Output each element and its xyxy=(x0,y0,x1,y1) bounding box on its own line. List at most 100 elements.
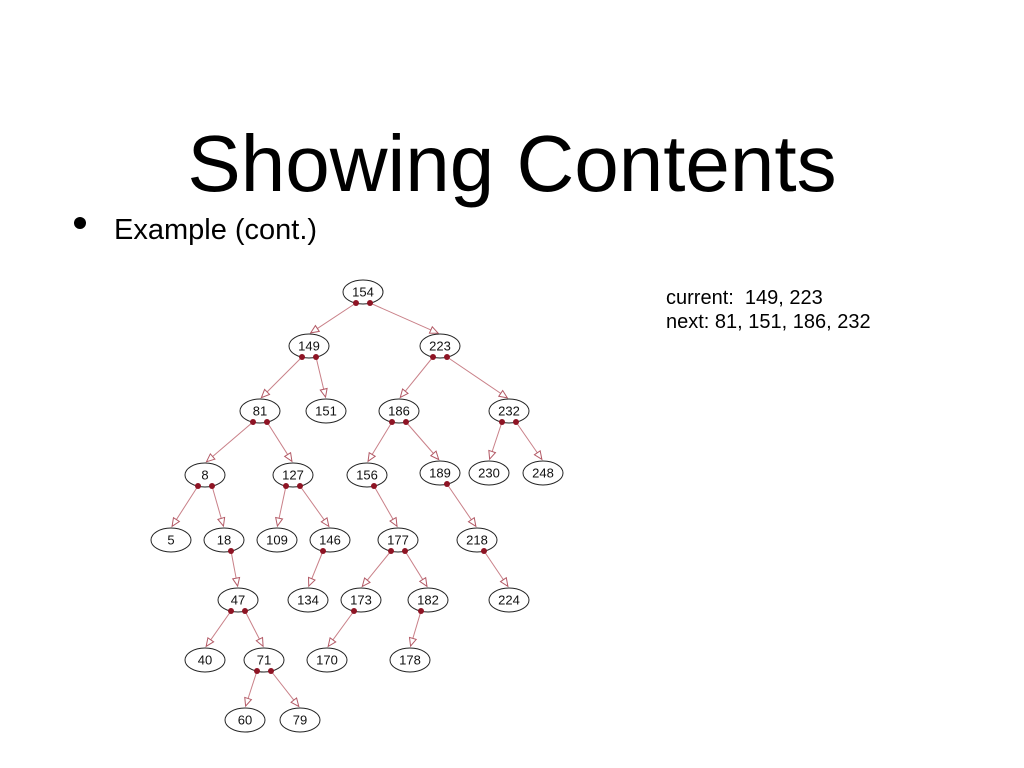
arrow-head-icon xyxy=(319,387,328,399)
arrow-head-icon xyxy=(255,636,264,648)
pointer-dot-71-r xyxy=(268,668,274,674)
bullet-item: Example (cont.) xyxy=(74,206,317,254)
edge-8-to-5 xyxy=(171,485,199,528)
arrow-head-icon xyxy=(244,696,253,708)
edge-18-to-47 xyxy=(230,550,241,588)
node-label: 177 xyxy=(387,533,409,548)
edge-81-to-8 xyxy=(205,421,254,463)
arrow-head-icon xyxy=(499,576,509,588)
tree-node-186: 186 xyxy=(378,398,420,424)
arrow-head-icon xyxy=(283,451,293,463)
node-label: 182 xyxy=(417,593,439,608)
edge-149-to-81 xyxy=(260,356,303,399)
edge-149-to-151 xyxy=(315,356,328,399)
tree-node-170: 170 xyxy=(306,647,348,673)
tree-node-18: 18 xyxy=(203,527,245,553)
edge-154-to-223 xyxy=(369,302,440,334)
pointer-dot-154-l xyxy=(353,300,359,306)
arrow-head-icon xyxy=(217,516,226,528)
tree-node-248: 248 xyxy=(522,460,564,486)
edge-81-to-127 xyxy=(266,421,293,463)
tree-node-127: 127 xyxy=(272,462,314,488)
pointer-dots-layer xyxy=(195,300,519,674)
edge-186-to-189 xyxy=(405,421,440,461)
arrow-head-icon xyxy=(408,636,418,648)
arrow-head-icon xyxy=(327,637,337,648)
arrow-head-icon xyxy=(399,388,409,399)
tree-node-154: 154 xyxy=(342,279,384,305)
next-list: next: 81, 151, 186, 232 xyxy=(666,311,871,333)
node-label: 218 xyxy=(466,533,488,548)
node-label: 154 xyxy=(352,285,374,300)
current-list: current: 149, 223 xyxy=(666,287,823,309)
pointer-dot-81-r xyxy=(264,419,270,425)
pointer-dot-154-r xyxy=(367,300,373,306)
arrow-head-icon xyxy=(205,636,215,648)
edge-177-to-173 xyxy=(361,550,392,588)
node-label: 230 xyxy=(478,466,500,481)
edge-218-to-224 xyxy=(483,550,509,588)
tree-node-109: 109 xyxy=(256,527,298,553)
node-label: 79 xyxy=(293,713,307,728)
node-label: 109 xyxy=(266,533,288,548)
arrow-head-icon xyxy=(429,450,440,461)
edge-47-to-40 xyxy=(205,610,232,648)
node-label: 40 xyxy=(198,653,212,668)
edge-8-to-18 xyxy=(211,485,226,528)
tree-node-223: 223 xyxy=(419,333,461,359)
node-label: 156 xyxy=(356,468,378,483)
tree-node-177: 177 xyxy=(377,527,419,553)
tree-node-230: 230 xyxy=(468,460,510,486)
tree-node-218: 218 xyxy=(456,527,498,553)
pointer-dot-149-r xyxy=(313,354,319,360)
tree-node-146: 146 xyxy=(309,527,351,553)
node-label: 146 xyxy=(319,533,341,548)
arrow-head-icon xyxy=(290,697,300,708)
pointer-dot-223-l xyxy=(430,354,436,360)
tree-node-71: 71 xyxy=(243,647,285,673)
node-label: 186 xyxy=(388,404,410,419)
pointer-dot-156-r xyxy=(371,483,377,489)
node-label: 170 xyxy=(316,653,338,668)
pointer-dot-47-r xyxy=(242,608,248,614)
edge-189-to-218 xyxy=(446,483,477,528)
arrow-head-icon xyxy=(418,576,428,588)
pointer-dot-182-l xyxy=(418,608,424,614)
edges-layer xyxy=(171,302,543,708)
node-label: 224 xyxy=(498,593,520,608)
tree-node-182: 182 xyxy=(407,587,449,613)
node-label: 232 xyxy=(498,404,520,419)
edge-154-to-149 xyxy=(309,302,357,334)
arrow-head-icon xyxy=(171,516,181,528)
pointer-dot-47-l xyxy=(228,608,234,614)
edge-47-to-71 xyxy=(244,610,264,648)
edge-223-to-232 xyxy=(446,356,509,399)
edge-223-to-186 xyxy=(399,356,434,399)
tree-node-149: 149 xyxy=(288,333,330,359)
edge-156-to-177 xyxy=(373,485,398,528)
pointer-dot-146-l xyxy=(320,548,326,554)
arrow-head-icon xyxy=(389,516,398,528)
arrow-head-icon xyxy=(467,516,477,528)
node-label: 5 xyxy=(167,533,174,548)
node-label: 60 xyxy=(238,713,252,728)
pointer-dot-186-l xyxy=(389,419,395,425)
pointer-dot-189-r xyxy=(444,481,450,487)
node-label: 127 xyxy=(282,468,304,483)
arrow-head-icon xyxy=(320,516,330,528)
pointer-dot-18-r xyxy=(228,548,234,554)
pointer-dot-71-l xyxy=(254,668,260,674)
edge-127-to-146 xyxy=(299,485,330,528)
pointer-dot-127-l xyxy=(283,483,289,489)
tree-node-5: 5 xyxy=(150,527,192,553)
edge-186-to-156 xyxy=(367,421,393,463)
pointer-dot-218-r xyxy=(481,548,487,554)
tree-node-81: 81 xyxy=(239,398,281,424)
bullet-text: Example (cont.) xyxy=(114,213,318,246)
node-label: 134 xyxy=(297,593,319,608)
bullet-dot-icon xyxy=(74,217,86,229)
tree-node-156: 156 xyxy=(346,462,388,488)
tree-node-134: 134 xyxy=(287,587,329,613)
tree-node-151: 151 xyxy=(305,398,347,424)
